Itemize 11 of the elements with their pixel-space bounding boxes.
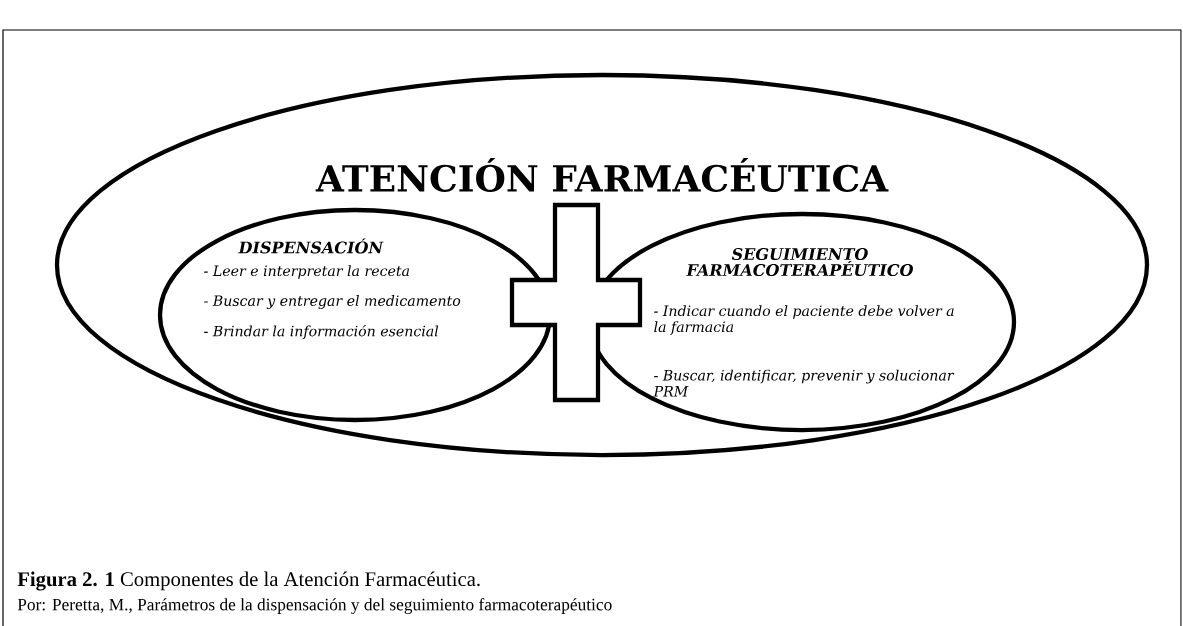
title: ATENCIÓN FARMACÉUTICA [315, 158, 889, 192]
list-item: - Leer e interpretar la receta [204, 265, 410, 279]
heading: SEGUIMIENTO FARMACOTERAPÉUTICO [686, 247, 913, 277]
list-item: - Indicar cuando el paciente debe volver a la farmacia [654, 305, 954, 335]
cross-symbol [509, 202, 643, 403]
caption: Figura 2. 1 Componentes de la Atención Farmacéutica. [17, 571, 480, 591]
heading: DISPENSACIÓN [238, 238, 384, 254]
list-item: - Buscar, identificar, prevenir y solucionar PRM [653, 369, 955, 397]
list-item: - Buscar y entregar el medicamento [204, 295, 461, 309]
list-item: - Brindar la información esencial [204, 324, 439, 340]
source-note: Por: Peretta, M., Parámetros de la dispensación y del seguimiento farmacoterapéutico [17, 598, 612, 614]
